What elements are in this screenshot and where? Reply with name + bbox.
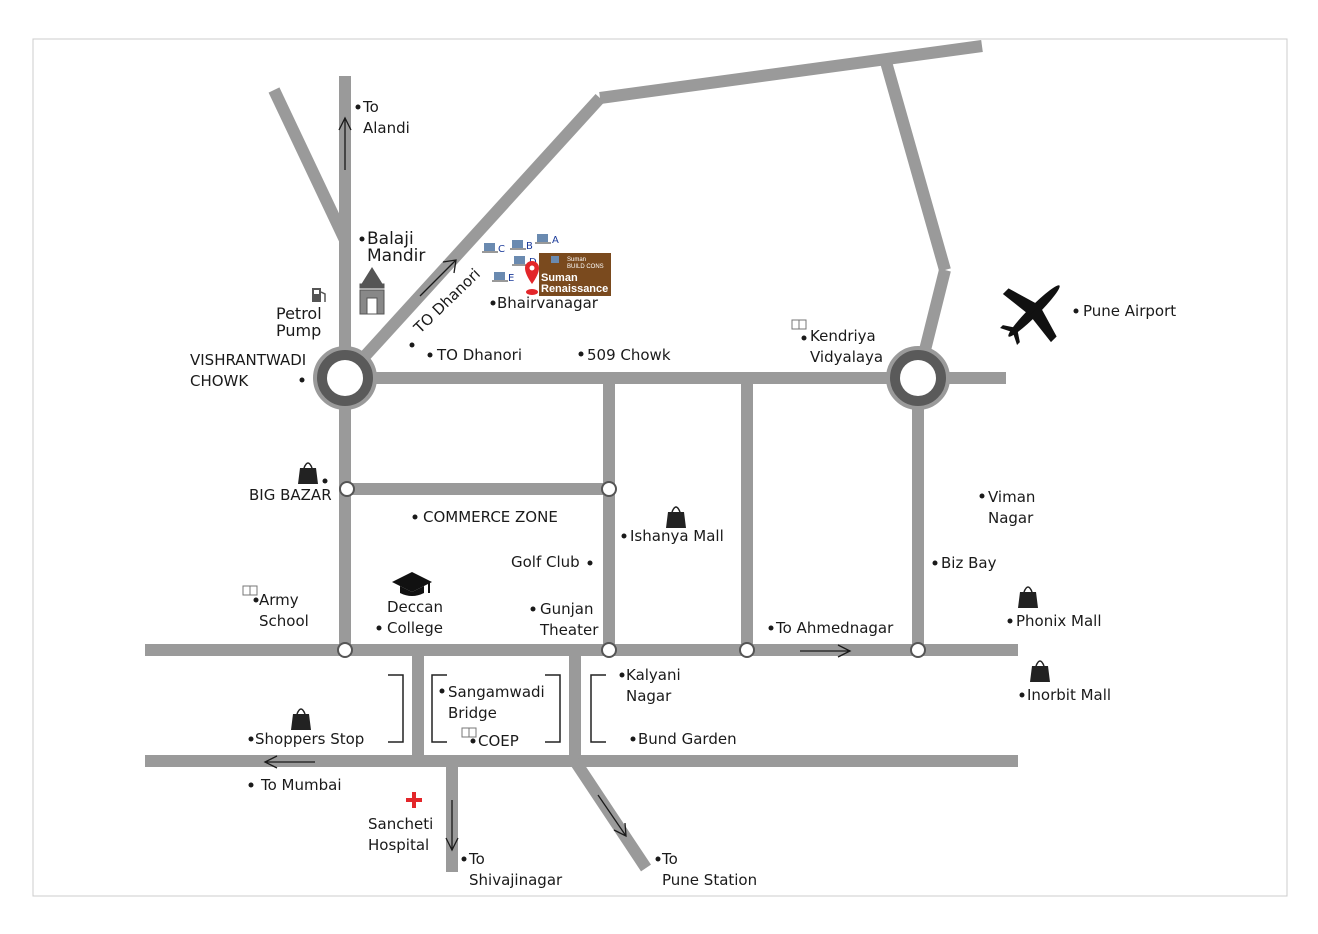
hospital-cross-icon — [406, 792, 422, 808]
label-inorbit-mall: Inorbit Mall — [1027, 686, 1111, 704]
label-ishanya-mall: Ishanya Mall — [630, 527, 724, 545]
label-biz-bay: Biz Bay — [941, 554, 997, 572]
book-icon — [791, 319, 807, 330]
label-deccan-college-1: Deccan — [387, 598, 443, 616]
building-label-b: B — [526, 241, 533, 252]
arrow-left-icon — [263, 755, 315, 769]
label-to-dhanori: TO Dhanori — [436, 346, 522, 364]
graduation-cap-icon — [392, 572, 432, 596]
label-bhairvanagar: Bhairvanagar — [497, 294, 599, 312]
label-coep: COEP — [478, 732, 519, 750]
label-gunjan-theater-2: Theater — [539, 621, 599, 639]
building-icon-b: B — [510, 240, 533, 252]
project-brand-box: Suman BUILD CONS Suman Renaissance — [539, 253, 611, 296]
direction-arrows — [263, 116, 852, 852]
label-sangamwadi-bridge-2: Bridge — [448, 704, 497, 722]
building-icon-c: C — [482, 243, 505, 255]
building-label-e: E — [508, 273, 514, 284]
label-dots — [248, 104, 1079, 862]
label-balaji-mandir-2: Mandir — [367, 246, 425, 266]
road-network — [145, 40, 1018, 872]
label-viman-nagar-1: Viman — [988, 488, 1035, 506]
building-label-a: A — [552, 235, 559, 246]
label-to-alandi-1: To — [362, 98, 379, 116]
label-to-shivajinagar-2: Shivajinagar — [469, 871, 563, 889]
label-commerce-zone: COMMERCE ZONE — [423, 508, 558, 526]
arrow-diagonal-icon — [419, 259, 457, 297]
junctions — [337, 481, 926, 658]
bracket-marks — [388, 674, 606, 743]
label-bund-garden: Bund Garden — [638, 730, 737, 748]
label-sangamwadi-bridge-1: Sangamwadi — [448, 683, 545, 701]
arrow-right-icon — [800, 644, 852, 658]
label-shoppers-stop: Shoppers Stop — [255, 730, 364, 748]
label-kalyani-nagar-1: Kalyani — [626, 666, 681, 684]
shopping-bag-icon — [1030, 660, 1050, 682]
label-kendriya-vidyalaya-1: Kendriya — [810, 327, 876, 345]
airplane-icon — [1000, 285, 1060, 345]
label-kendriya-vidyalaya-2: Vidyalaya — [810, 348, 883, 366]
label-big-bazar: BIG BAZAR — [249, 486, 332, 504]
shopping-bag-icon — [666, 506, 686, 528]
shopping-bag-icon — [298, 462, 318, 484]
location-pin-icon — [525, 261, 539, 295]
label-to-ahmednagar: To Ahmednagar — [775, 619, 894, 637]
arrow-up-icon — [338, 116, 352, 170]
brand-small-line1: Suman — [567, 257, 586, 263]
label-golf-club: Golf Club — [511, 553, 580, 571]
label-pune-airport: Pune Airport — [1083, 302, 1176, 320]
building-icon-a: A — [535, 234, 559, 246]
building-label-c: C — [498, 244, 505, 255]
fuel-pump-icon — [312, 288, 326, 302]
label-509-chowk: 509 Chowk — [587, 346, 671, 364]
temple-icon — [359, 267, 385, 315]
label-balaji-mandir-1: Balaji — [367, 229, 414, 249]
label-army-school-1: Army — [259, 591, 299, 609]
book-icon — [242, 585, 258, 596]
label-kalyani-nagar-2: Nagar — [626, 687, 672, 705]
arrow-diagonal-down-icon — [597, 794, 627, 838]
shopping-bag-icon — [291, 708, 311, 730]
label-to-shivajinagar-1: To — [468, 850, 485, 868]
label-gunjan-theater-1: Gunjan — [540, 600, 594, 618]
vishrantwadi-roundabout — [313, 346, 377, 410]
label-to-alandi-2: Alandi — [363, 119, 410, 137]
book-icon — [461, 727, 477, 738]
shopping-bag-icon — [1018, 586, 1038, 608]
label-vishrantwadi-chowk-1: VISHRANTWADI — [190, 351, 306, 369]
project-name-line1: Suman — [541, 272, 578, 284]
label-sancheti-hospital-2: Hospital — [368, 836, 429, 854]
label-phonix-mall: Phonix Mall — [1016, 612, 1102, 630]
label-petrol-pump-2: Pump — [276, 321, 321, 340]
label-sancheti-hospital-1: Sancheti — [368, 815, 433, 833]
label-to-pune-station-2: Pune Station — [662, 871, 757, 889]
arrow-down-icon — [445, 800, 459, 852]
label-to-mumbai: To Mumbai — [260, 776, 342, 794]
label-to-pune-station-1: To — [661, 850, 678, 868]
building-icon-e: E — [492, 272, 514, 284]
label-deccan-college-2: College — [387, 619, 443, 637]
label-army-school-2: School — [259, 612, 309, 630]
label-viman-nagar-2: Nagar — [988, 509, 1034, 527]
airport-roundabout — [886, 346, 950, 410]
label-petrol-pump-1: Petrol — [276, 304, 322, 323]
brand-small-line2: BUILD CONS — [567, 264, 604, 270]
label-vishrantwadi-chowk-2: CHOWK — [190, 372, 249, 390]
project-name-line2: Renaissance — [541, 283, 608, 295]
map-frame — [32, 38, 1288, 897]
